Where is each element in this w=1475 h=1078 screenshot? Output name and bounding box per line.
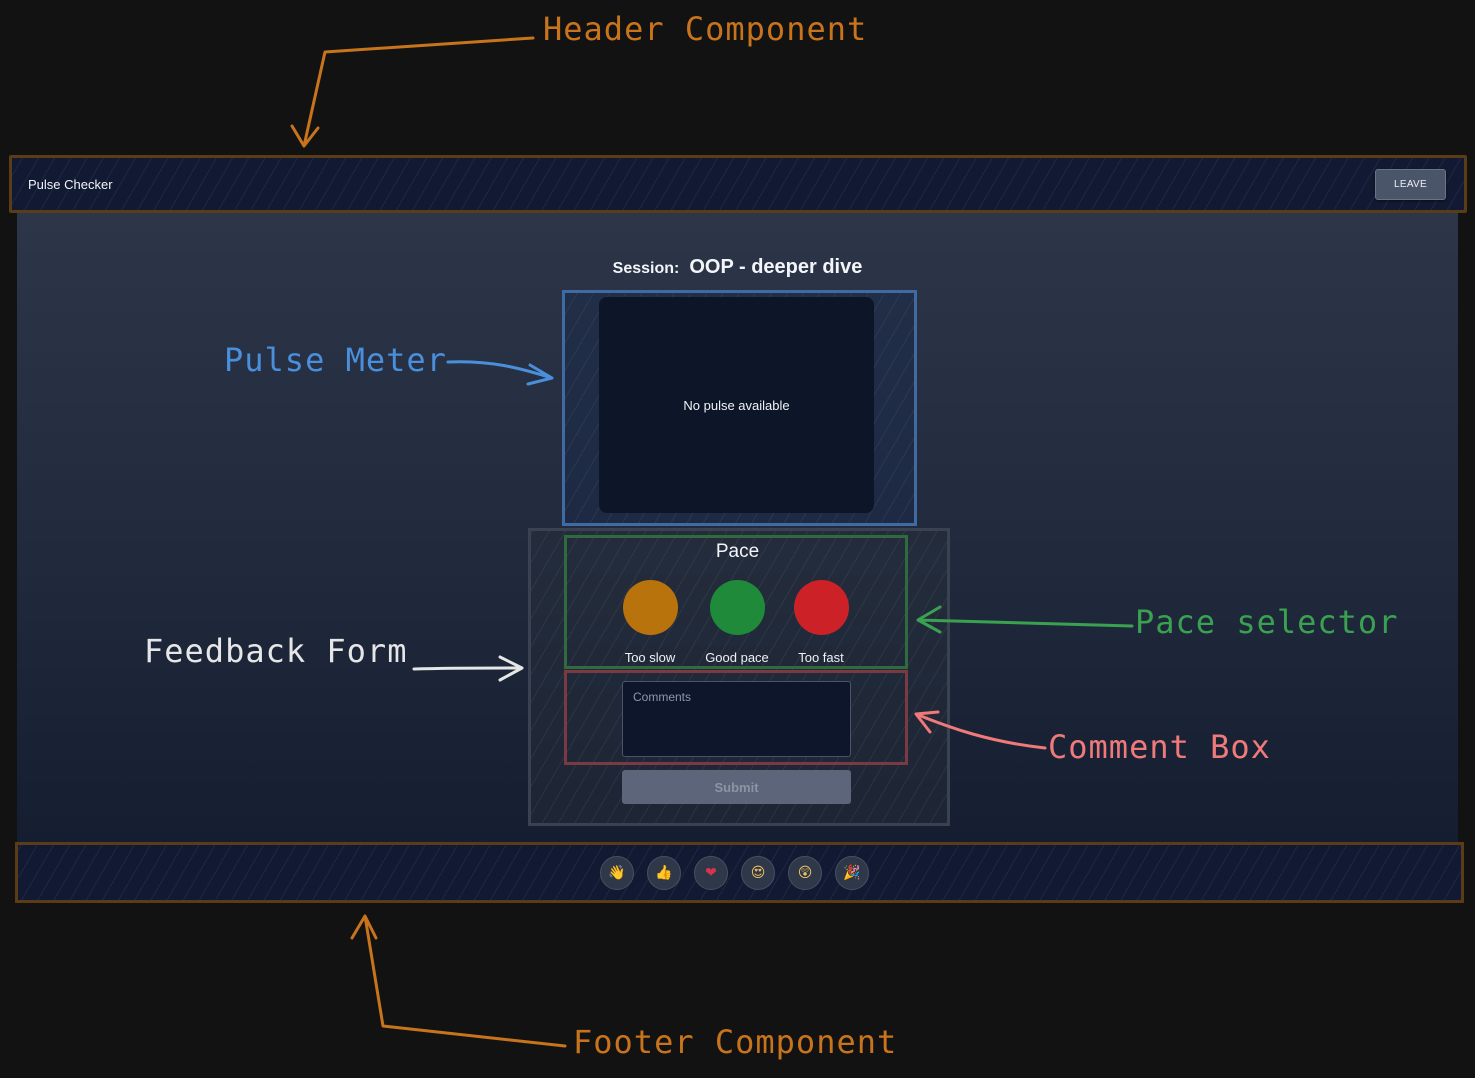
comment-box-outline: [564, 670, 908, 765]
pace-dot-good-pace[interactable]: [709, 580, 765, 635]
pace-label-too-slow: Too slow: [624, 650, 676, 665]
pulse-annotation: Pulse Meter: [224, 341, 447, 379]
feedback-annotation: Feedback Form: [144, 632, 408, 670]
pace-label-too-fast: Too fast: [798, 650, 844, 665]
app-header: Pulse Checker LEAVE: [9, 155, 1467, 213]
app-footer: 👋 👍 ❤ 😍 😲 🎉: [15, 842, 1464, 903]
feedback-form-outline: [528, 528, 950, 826]
comment-annotation: Comment Box: [1048, 728, 1271, 766]
pace-option-good-pace[interactable]: Good pace: [687, 580, 787, 665]
feedback-arrow: [412, 655, 524, 682]
reaction-bar: 👋 👍 ❤ 😍 😲 🎉: [18, 845, 1461, 900]
waving-hand-icon[interactable]: 👋: [600, 855, 634, 890]
leave-button[interactable]: LEAVE: [1375, 169, 1446, 200]
pace-option-too-slow[interactable]: Too slow: [600, 580, 700, 665]
session-heading: Session: OOP - deeper dive: [0, 256, 1475, 279]
heart-eyes-icon[interactable]: 😍: [741, 855, 775, 890]
comment-arrow: [914, 710, 1047, 750]
pace-arrow: [916, 605, 1134, 634]
pace-annotation: Pace selector: [1135, 603, 1399, 641]
pace-dot-too-fast[interactable]: [793, 580, 849, 635]
pulse-arrow: [446, 360, 554, 386]
header-annotation: Header Component: [543, 10, 868, 48]
footer-arrow: [350, 914, 567, 1048]
footer-annotation: Footer Component: [573, 1023, 898, 1061]
surprised-face-icon[interactable]: 😲: [788, 855, 822, 890]
app-title: Pulse Checker: [28, 177, 113, 192]
pace-selector-outline: [564, 535, 908, 669]
submit-button[interactable]: Submit: [622, 770, 851, 804]
pace-option-too-fast[interactable]: Too fast: [771, 580, 871, 665]
pace-dot-too-slow[interactable]: [622, 580, 678, 635]
party-popper-icon[interactable]: 🎉: [835, 855, 869, 890]
session-label: Session:: [612, 260, 680, 277]
header-arrow: [290, 36, 535, 148]
thumbs-up-icon[interactable]: 👍: [647, 855, 681, 890]
comments-input[interactable]: [622, 681, 851, 757]
heart-icon[interactable]: ❤: [694, 855, 728, 890]
pulse-empty-text: No pulse available: [683, 397, 790, 413]
pace-title: Pace: [715, 541, 760, 562]
session-name: OOP - deeper dive: [689, 256, 863, 278]
pace-label-good-pace: Good pace: [705, 650, 769, 665]
pulse-meter: No pulse available: [599, 297, 874, 513]
